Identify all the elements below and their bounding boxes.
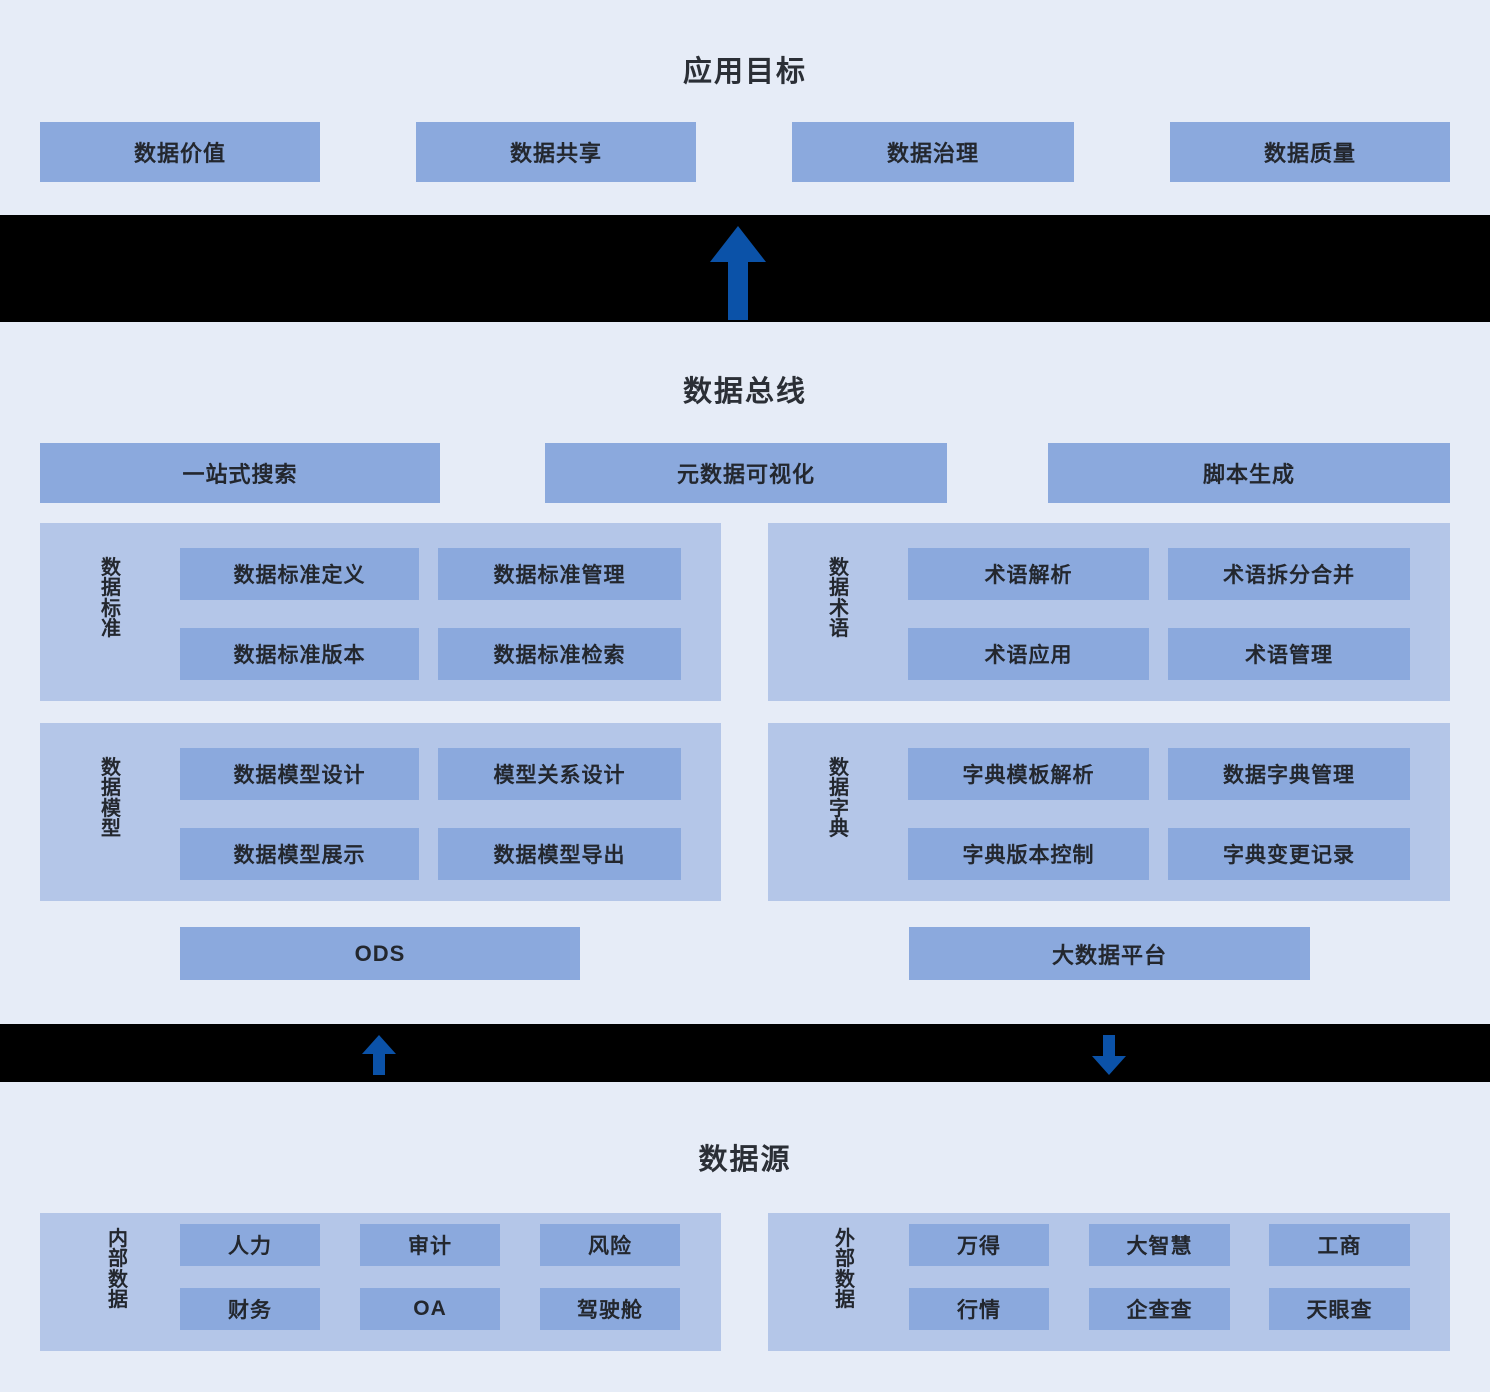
- group-label-data-model: 数据模型: [101, 757, 121, 841]
- group-label-external-data: 外部数据: [835, 1228, 855, 1312]
- tile-oa[interactable]: OA: [360, 1288, 500, 1330]
- goal-tile-data-governance[interactable]: 数据治理: [792, 122, 1074, 182]
- tile-data-model-design[interactable]: 数据模型设计: [180, 748, 419, 800]
- tile-hr[interactable]: 人力: [180, 1224, 320, 1266]
- tile-finance[interactable]: 财务: [180, 1288, 320, 1330]
- divider-band-middle: [0, 1024, 1490, 1082]
- tile-business-registry[interactable]: 工商: [1269, 1224, 1410, 1266]
- tile-cockpit[interactable]: 驾驶舱: [540, 1288, 680, 1330]
- tile-qichacha[interactable]: 企查查: [1089, 1288, 1230, 1330]
- tile-term-management[interactable]: 术语管理: [1168, 628, 1410, 680]
- bus-tile-script-generation[interactable]: 脚本生成: [1048, 443, 1450, 503]
- tile-data-model-export[interactable]: 数据模型导出: [438, 828, 681, 880]
- tile-data-standard-definition[interactable]: 数据标准定义: [180, 548, 419, 600]
- tile-ods[interactable]: ODS: [180, 927, 580, 980]
- tile-data-standard-retrieval[interactable]: 数据标准检索: [438, 628, 681, 680]
- tile-market-quotes[interactable]: 行情: [909, 1288, 1049, 1330]
- application-goal-title: 应用目标: [682, 56, 807, 88]
- group-label-internal-data: 内部数据: [108, 1228, 128, 1312]
- tile-dictionary-template-parsing[interactable]: 字典模板解析: [908, 748, 1149, 800]
- group-label-data-dictionary: 数据字典: [829, 757, 849, 841]
- tile-term-application[interactable]: 术语应用: [908, 628, 1149, 680]
- goal-tile-data-sharing[interactable]: 数据共享: [416, 122, 696, 182]
- tile-dictionary-change-log[interactable]: 字典变更记录: [1168, 828, 1410, 880]
- tile-data-standard-version[interactable]: 数据标准版本: [180, 628, 419, 680]
- tile-term-split-merge[interactable]: 术语拆分合并: [1168, 548, 1410, 600]
- group-label-data-standard: 数据标准: [101, 557, 121, 641]
- tile-data-standard-management[interactable]: 数据标准管理: [438, 548, 681, 600]
- tile-dazhihui[interactable]: 大智慧: [1089, 1224, 1230, 1266]
- tile-risk[interactable]: 风险: [540, 1224, 680, 1266]
- arrow-up-to-application-goal-icon: [710, 226, 766, 320]
- tile-dictionary-version-control[interactable]: 字典版本控制: [908, 828, 1149, 880]
- arrow-up-from-data-source-icon: [362, 1035, 396, 1075]
- tile-data-model-display[interactable]: 数据模型展示: [180, 828, 419, 880]
- data-source-title: 数据源: [698, 1144, 792, 1176]
- tile-big-data-platform[interactable]: 大数据平台: [909, 927, 1310, 980]
- tile-data-dictionary-management[interactable]: 数据字典管理: [1168, 748, 1410, 800]
- tile-wind[interactable]: 万得: [909, 1224, 1049, 1266]
- bus-tile-metadata-visualization[interactable]: 元数据可视化: [545, 443, 947, 503]
- tile-term-parsing[interactable]: 术语解析: [908, 548, 1149, 600]
- arrow-down-to-data-source-icon: [1092, 1035, 1126, 1075]
- goal-tile-data-quality[interactable]: 数据质量: [1170, 122, 1450, 182]
- bus-tile-one-stop-search[interactable]: 一站式搜索: [40, 443, 440, 503]
- goal-tile-data-value[interactable]: 数据价值: [40, 122, 320, 182]
- group-label-data-term: 数据术语: [829, 557, 849, 641]
- tile-audit[interactable]: 审计: [360, 1224, 500, 1266]
- data-bus-title: 数据总线: [682, 376, 807, 408]
- tile-model-relation-design[interactable]: 模型关系设计: [438, 748, 681, 800]
- tile-tianyancha[interactable]: 天眼查: [1269, 1288, 1410, 1330]
